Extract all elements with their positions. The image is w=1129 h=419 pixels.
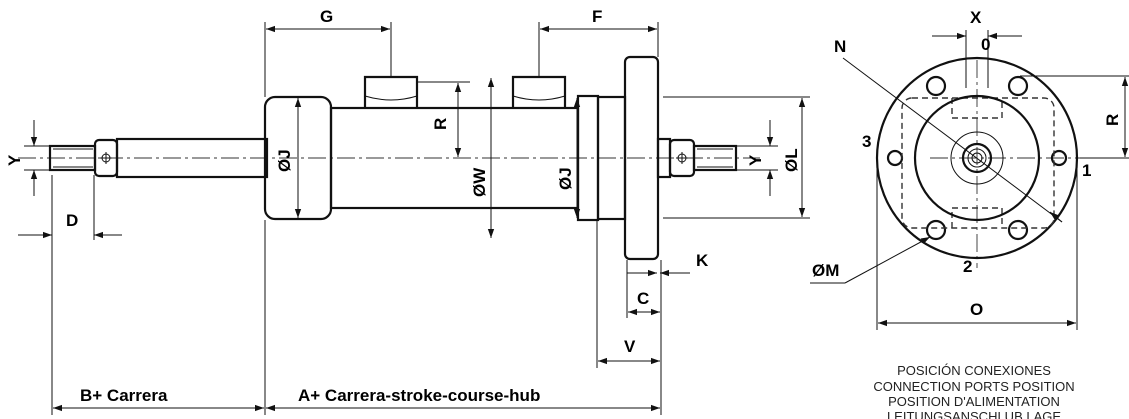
label-port-2: 2 — [963, 257, 972, 276]
bolt-hole — [1007, 75, 1029, 97]
right-rod-thread — [692, 144, 738, 172]
bolt-hole — [1007, 219, 1029, 241]
port-boss-1 — [363, 75, 419, 108]
label-port-1: 1 — [1082, 161, 1091, 180]
label-v: V — [624, 337, 636, 356]
label-oj-right: ØJ — [556, 167, 575, 190]
side-view: G F R Y ØJ ØW ØJ Y ØL — [5, 7, 810, 415]
caption-line-3: POSITION D'ALIMENTATION — [888, 394, 1060, 409]
label-port-3: 3 — [862, 132, 871, 151]
flange-outer — [875, 56, 1079, 260]
label-oj-left: ØJ — [275, 149, 294, 172]
label-n: N — [834, 37, 846, 56]
label-b-plus: B+ Carrera — [80, 386, 168, 405]
label-y-right: Y — [746, 154, 765, 166]
head-circle — [913, 94, 1041, 222]
label-f: F — [592, 7, 602, 26]
leader-n — [842, 57, 1063, 223]
label-x: X — [970, 8, 982, 27]
label-om: ØM — [812, 261, 839, 280]
label-ol: ØL — [782, 148, 801, 172]
label-ow: ØW — [470, 167, 489, 197]
caption-line-1: POSICIÓN CONEXIONES — [897, 363, 1051, 378]
label-o: O — [970, 300, 983, 319]
label-a-plus: A+ Carrera-stroke-course-hub — [298, 386, 540, 405]
rod-end — [961, 142, 993, 174]
label-r-side: R — [431, 118, 450, 130]
bolt-hole — [886, 149, 904, 167]
hidden-body — [901, 97, 1055, 229]
label-k: K — [696, 251, 709, 270]
label-port-0: 0 — [981, 35, 990, 54]
caption-line-2: CONNECTION PORTS POSITION — [873, 379, 1074, 394]
bolt-hole — [925, 219, 947, 241]
port-boss-2 — [511, 75, 567, 108]
label-g: G — [320, 7, 333, 26]
label-d: D — [66, 211, 78, 230]
label-y-left: Y — [5, 154, 24, 166]
caption-line-4: LEITUNGSANSCHLUB LAGE — [887, 409, 1061, 419]
bolt-hole — [925, 75, 947, 97]
label-c: C — [637, 289, 649, 308]
bolt-hole — [1050, 149, 1068, 167]
left-piston-rod — [115, 137, 269, 179]
label-r-end: R — [1103, 114, 1122, 126]
end-view: X 0 R N 3 1 2 ØM O POSICIÓN CONEXIONES C… — [810, 8, 1129, 419]
